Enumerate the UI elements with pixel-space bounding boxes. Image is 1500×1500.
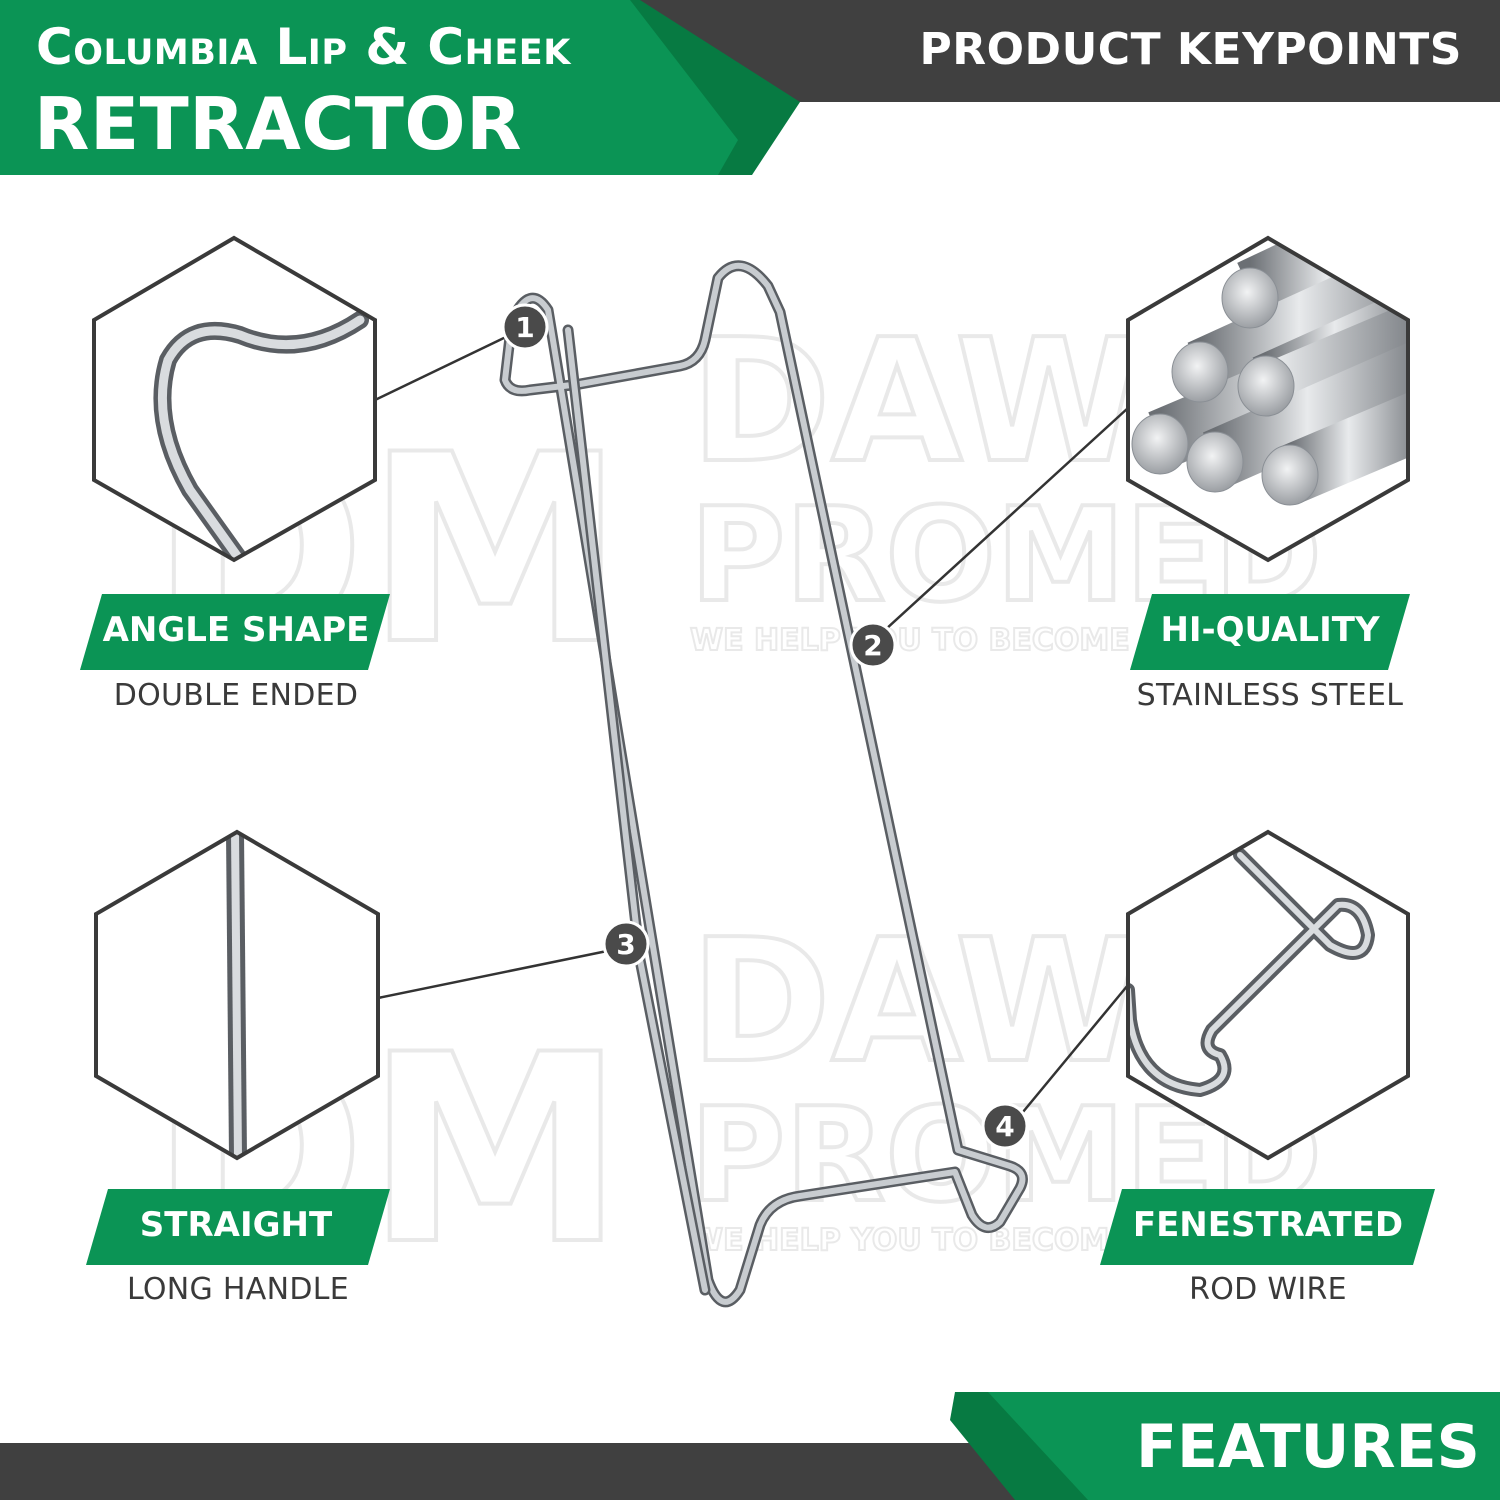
hex-angle-shape: [92, 235, 377, 563]
feature-3-sublabel: LONG HANDLE: [126, 1272, 350, 1307]
retractor-wire: [502, 262, 1026, 1305]
feature-2-sublabel: STAINLESS STEEL: [1136, 678, 1404, 713]
feature-1-sublabel: DOUBLE ENDED: [113, 678, 359, 713]
badge-1-number: 1: [515, 311, 534, 344]
header: [0, 0, 1500, 175]
straight-rod-icon: [226, 832, 247, 1158]
badge-2: 2: [849, 621, 897, 669]
product-title-line2: RETRACTOR: [34, 82, 523, 166]
feature-3-label: STRAIGHT: [139, 1205, 333, 1245]
retractor-illustration: [499, 260, 1028, 1308]
feature-1-label: ANGLE SHAPE: [102, 610, 370, 650]
bent-wire-icon: [153, 311, 369, 560]
feature-2-label: HI-QUALITY: [1160, 610, 1380, 650]
leader-lines: [374, 334, 1129, 1119]
footer-green-band: [988, 1392, 1500, 1500]
ribbon-hi-quality: [1130, 594, 1410, 670]
badge-4-number: 4: [995, 1110, 1014, 1143]
hex-hi-quality: [1126, 235, 1410, 563]
hex-straight: [94, 829, 380, 1161]
header-green-band: [0, 0, 738, 175]
badge-2-number: 2: [863, 629, 882, 662]
steel-rods-icon: [1131, 238, 1408, 506]
feature-4-sublabel: ROD WIRE: [1189, 1272, 1347, 1307]
product-title-line1: Columbia Lip & Cheek: [36, 18, 571, 76]
badge-3: 3: [602, 920, 650, 968]
ribbon-straight: [86, 1189, 390, 1265]
leader-line-1: [374, 334, 509, 402]
badge-4: 4: [981, 1102, 1029, 1150]
leader-line-3: [377, 948, 613, 1000]
footer-label: FEATURES: [1136, 1412, 1480, 1482]
ribbons: [80, 594, 1435, 1265]
wire-loop-icon: [1128, 848, 1375, 1097]
ribbon-angle-shape: [80, 594, 390, 670]
badge-1: 1: [501, 303, 549, 351]
leader-line-4: [1017, 984, 1129, 1119]
ribbon-fenestrated: [1100, 1189, 1435, 1265]
hex-fenestrated: [1126, 829, 1410, 1161]
feature-4-label: FENESTRATED: [1132, 1205, 1404, 1245]
footer: [0, 1392, 1500, 1500]
leader-line-2: [873, 407, 1129, 641]
section-label: PRODUCT KEYPOINTS: [919, 24, 1462, 75]
badge-3-number: 3: [616, 928, 635, 961]
